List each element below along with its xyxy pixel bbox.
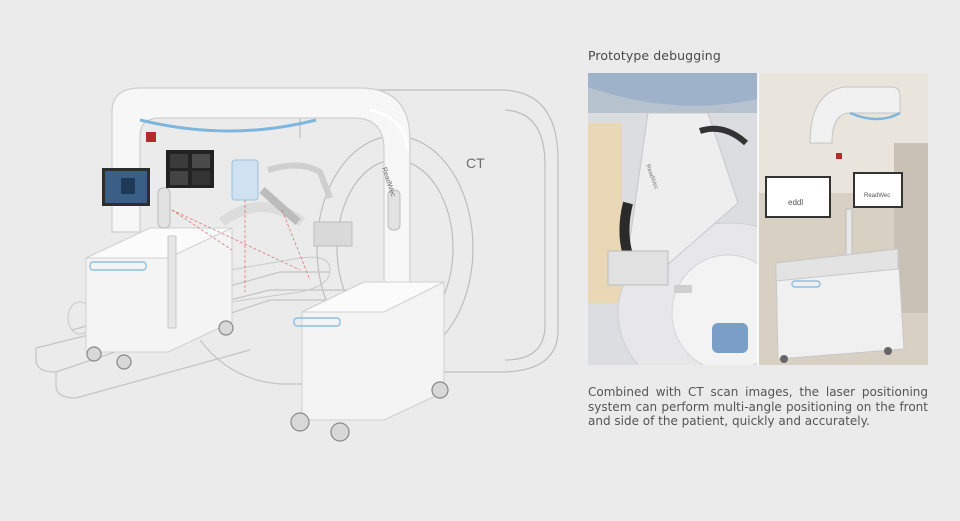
- section-title: Prototype debugging: [588, 48, 721, 63]
- right-monitor-left-text: eddl: [788, 198, 803, 207]
- prototype-photos: ReadWec eddl ReadWec: [588, 73, 928, 365]
- monitors: [102, 150, 214, 206]
- laser-head: [219, 159, 333, 227]
- left-cabinet: [85, 227, 233, 353]
- caption-text: Combined with CT scan images, the laser …: [588, 385, 928, 428]
- wheels: [86, 320, 449, 442]
- left-pole: [167, 235, 177, 329]
- left-photo: ReadWec: [588, 73, 839, 365]
- device-illustration: CT ReadWec: [35, 87, 559, 442]
- right-photo: eddl ReadWec: [758, 73, 928, 365]
- ct-label: CT: [466, 155, 485, 171]
- right-monitor-right-text: ReadWec: [864, 193, 890, 199]
- laser-lines: [171, 200, 311, 292]
